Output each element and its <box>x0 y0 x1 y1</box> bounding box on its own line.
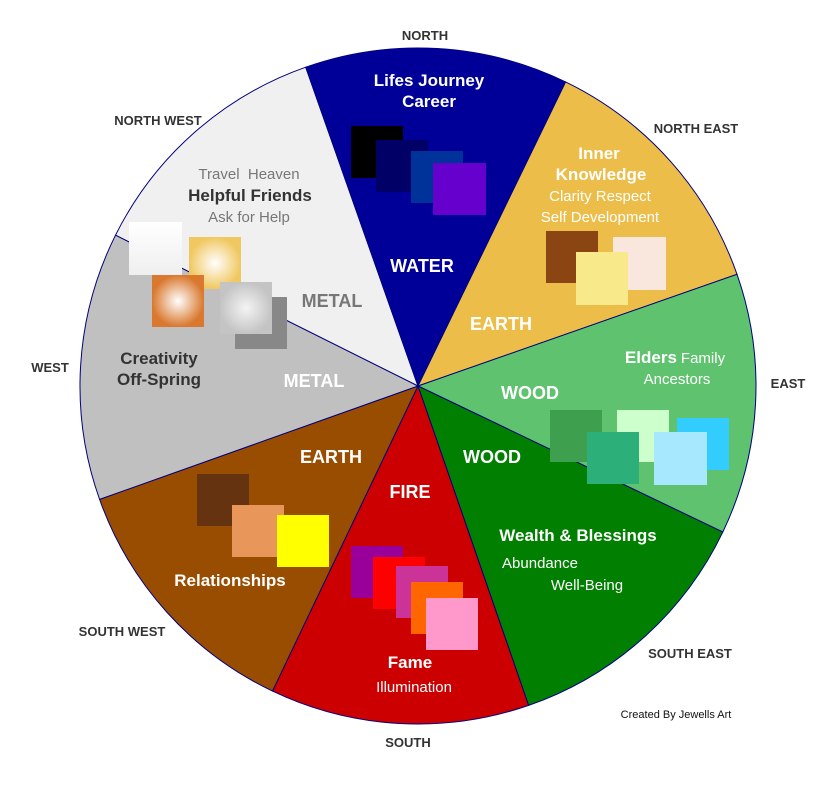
swatch <box>576 252 628 305</box>
east-sub: Family <box>681 350 726 367</box>
south-east-sub-2: Well-Being <box>551 577 623 594</box>
south-east-element: WOOD <box>463 447 521 467</box>
north-title: Lifes Journey <box>374 71 485 90</box>
north-title-2: Career <box>402 92 456 111</box>
swatch <box>587 432 639 484</box>
east-title: Elders <box>625 348 677 367</box>
north-east-sub: Clarity Respect <box>549 188 652 205</box>
swatch <box>654 432 707 485</box>
direction-north: NORTH <box>402 28 448 43</box>
swatch <box>426 598 478 650</box>
swatch <box>277 515 329 567</box>
swatch <box>220 282 272 334</box>
south-west-element: EARTH <box>300 447 362 467</box>
direction-south-west: SOUTH WEST <box>79 624 166 639</box>
west-title: Creativity <box>120 349 198 368</box>
north-west-element: METAL <box>302 291 363 311</box>
swatches-north-east <box>546 231 666 305</box>
south-west-title: Relationships <box>174 571 285 590</box>
north-west-sub-2: Ask for Help <box>208 209 290 226</box>
direction-north-east: NORTH EAST <box>654 121 739 136</box>
swatch <box>433 163 486 215</box>
direction-north-west: NORTH WEST <box>114 113 201 128</box>
south-sub: Illumination <box>376 679 452 696</box>
swatches-north <box>351 126 486 215</box>
direction-south-east: SOUTH EAST <box>648 646 732 661</box>
south-element: FIRE <box>389 482 430 502</box>
swatch <box>129 222 182 275</box>
direction-east: EAST <box>771 376 806 391</box>
swatches-south-west <box>197 474 329 567</box>
west-element: METAL <box>284 371 345 391</box>
north-west-title: Helpful Friends <box>188 186 312 205</box>
north-east-element: EARTH <box>470 314 532 334</box>
wedge-north-west <box>114 66 419 387</box>
north-east-title: Inner <box>578 144 620 163</box>
north-east-title-2: Knowledge <box>556 165 647 184</box>
swatches-north-west <box>129 222 287 349</box>
east-element: WOOD <box>501 383 559 403</box>
swatch <box>232 505 284 557</box>
west-title-2: Off-Spring <box>117 370 201 389</box>
north-east-sub-2: Self Development <box>541 209 660 226</box>
direction-south: SOUTH <box>385 735 431 750</box>
north-element: WATER <box>390 256 454 276</box>
south-title: Fame <box>388 653 432 672</box>
north-west-sub: Travel Heaven <box>198 166 299 183</box>
wedge-south-east <box>417 385 724 707</box>
swatches-south <box>351 546 478 650</box>
credit: Created By Jewells Art <box>621 709 732 721</box>
east-sub-2: Ancestors <box>644 371 711 388</box>
south-east-title: Wealth & Blessings <box>499 526 656 545</box>
direction-west: WEST <box>31 360 69 375</box>
south-east-sub: Abundance <box>502 555 578 572</box>
swatches-east <box>550 410 729 485</box>
swatch <box>152 275 204 327</box>
